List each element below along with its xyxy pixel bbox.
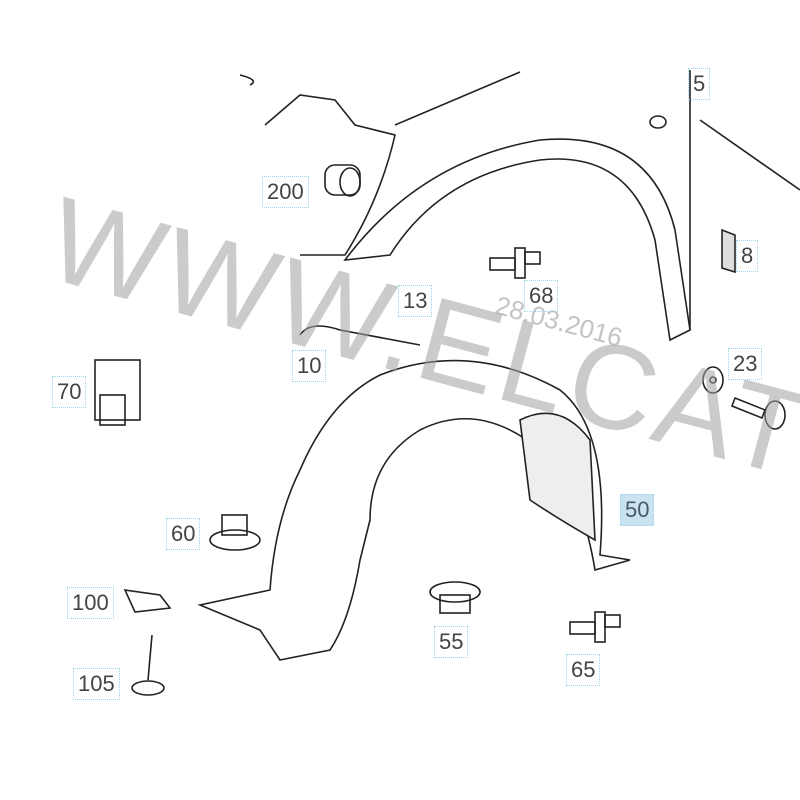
clip-100 (123, 589, 172, 613)
label-10[interactable]: 10 (292, 350, 327, 382)
label-70[interactable]: 70 (52, 376, 87, 408)
label-23[interactable]: 23 (728, 348, 763, 380)
label-65[interactable]: 65 (566, 654, 601, 686)
clip-70 (94, 359, 141, 426)
liner-pocket (519, 412, 596, 542)
nut-200 (324, 164, 361, 197)
label-68[interactable]: 68 (524, 280, 559, 312)
part-8 (721, 228, 736, 274)
label-200[interactable]: 200 (262, 176, 309, 208)
label-55[interactable]: 55 (434, 626, 469, 658)
panel-hole (649, 115, 667, 129)
label-100[interactable]: 100 (67, 587, 114, 619)
washer-23 (702, 366, 724, 394)
cable-10 (299, 325, 421, 346)
label-105[interactable]: 105 (73, 668, 120, 700)
body-panel (239, 70, 800, 330)
screw-68 (489, 247, 541, 279)
screw-65 (569, 611, 621, 643)
screw-23 (730, 396, 786, 430)
wheel-arch-trim (343, 138, 691, 342)
label-5[interactable]: 5 (688, 68, 711, 100)
nut-60 (209, 514, 261, 551)
label-8[interactable]: 8 (736, 240, 759, 272)
screw-105 (131, 634, 165, 696)
label-13[interactable]: 13 (398, 285, 433, 317)
label-60[interactable]: 60 (166, 518, 201, 550)
nut-55 (429, 581, 481, 614)
label-50[interactable]: 50 (620, 494, 655, 526)
